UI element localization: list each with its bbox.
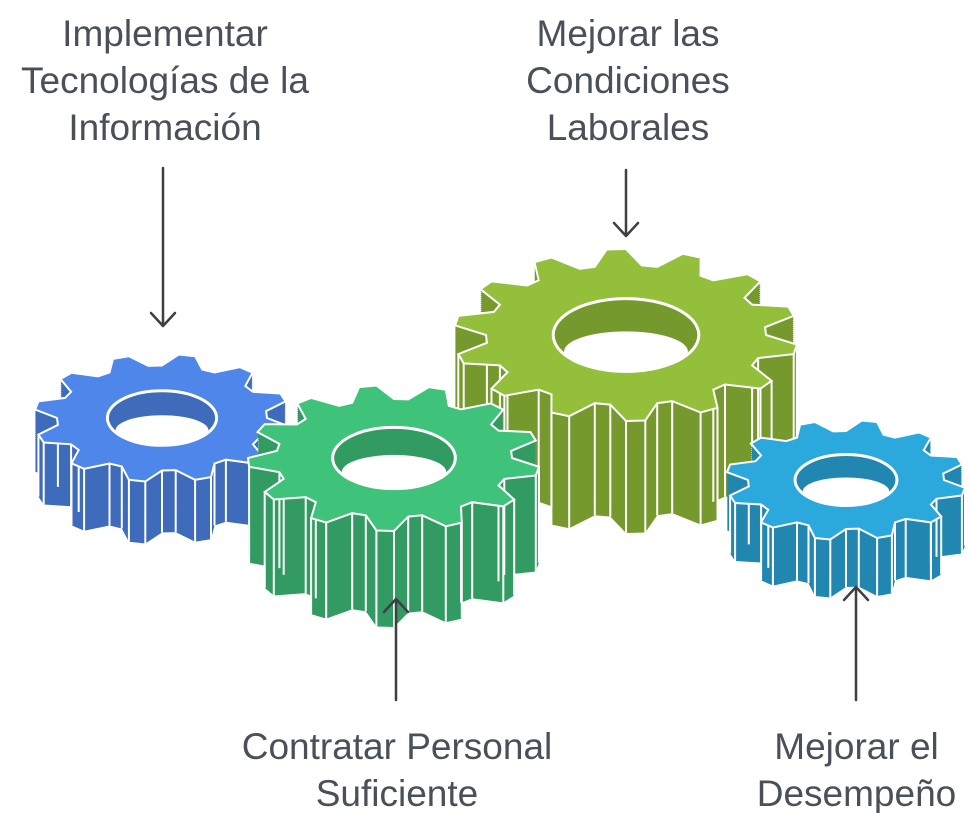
gear-icon (453, 247, 799, 533)
arrow-up-icon (842, 585, 870, 702)
arrow-down-icon (149, 166, 177, 328)
label-contratar-personal: Contratar Personal Suficiente (241, 726, 553, 813)
label-mejorar-condiciones: Mejorar las Condiciones Laborales (526, 13, 730, 148)
label-mejorar-desempeno: Mejorar el Desempeño (756, 726, 957, 813)
arrow-down-icon (612, 168, 640, 238)
arrow-up-icon (382, 597, 410, 702)
label-implementar-tecnologias: Implementar Tecnologías de la Informació… (21, 13, 309, 148)
gear-icon (725, 419, 967, 598)
gear-icon (246, 384, 541, 627)
gear-icon (33, 353, 291, 544)
